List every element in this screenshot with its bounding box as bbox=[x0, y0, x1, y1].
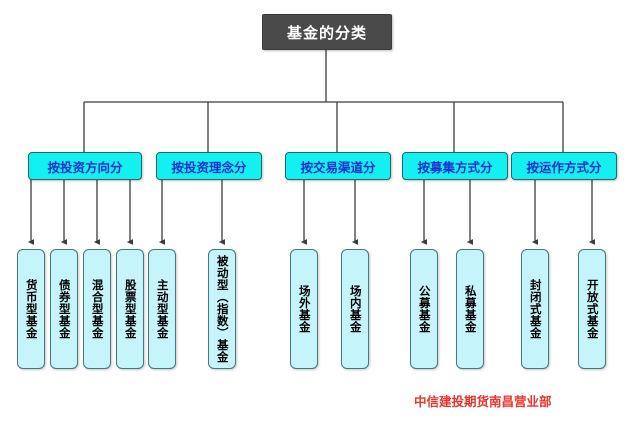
leaf-node-label: 混合型基金 bbox=[90, 279, 105, 339]
leaf-node-3-1[interactable]: 场外基金 bbox=[290, 249, 318, 369]
leaf-node-1-1[interactable]: 货币型基金 bbox=[17, 249, 45, 369]
category-node-label: 按投资方向分 bbox=[47, 159, 123, 175]
leaf-node-label: 公募基金 bbox=[417, 285, 432, 333]
category-node-label: 按运作方式分 bbox=[526, 159, 602, 175]
leaf-node-label: 封闭式基金 bbox=[528, 279, 543, 339]
leaf-node-1-4[interactable]: 股票型基金 bbox=[116, 249, 144, 369]
category-node-5[interactable]: 按运作方式分 bbox=[511, 152, 617, 180]
leaf-node-label: 开放式基金 bbox=[585, 279, 600, 339]
category-node-label: 按投资理念分 bbox=[171, 159, 247, 175]
leaf-node-label: 货币型基金 bbox=[24, 279, 39, 339]
leaf-node-5-2[interactable]: 开放式基金 bbox=[578, 249, 606, 369]
leaf-node-4-2[interactable]: 私募基金 bbox=[456, 249, 484, 369]
leaf-node-2-1[interactable]: 主动型基金 bbox=[148, 249, 176, 369]
leaf-node-label: 股票型基金 bbox=[123, 279, 138, 339]
leaf-node-5-1[interactable]: 封闭式基金 bbox=[521, 249, 549, 369]
leaf-node-2-2[interactable]: 被动型（指数）基金 bbox=[208, 249, 236, 369]
leaf-node-label: 私募基金 bbox=[463, 285, 478, 333]
category-node-4[interactable]: 按募集方式分 bbox=[402, 152, 508, 180]
root-node-label: 基金的分类 bbox=[286, 23, 367, 42]
leaf-node-1-2[interactable]: 债券型基金 bbox=[50, 249, 78, 369]
leaf-node-label: 债券型基金 bbox=[57, 279, 72, 339]
leaf-node-label: 主动型基金 bbox=[155, 279, 170, 339]
category-node-label: 按交易渠道分 bbox=[300, 159, 376, 175]
watermark-text: 中信建投期货南昌营业部 bbox=[414, 394, 552, 409]
category-node-2[interactable]: 按投资理念分 bbox=[156, 152, 262, 180]
category-node-3[interactable]: 按交易渠道分 bbox=[285, 152, 391, 180]
leaf-node-label: 被动型（指数）基金 bbox=[215, 255, 230, 363]
leaf-node-1-3[interactable]: 混合型基金 bbox=[83, 249, 111, 369]
leaf-node-label: 场内基金 bbox=[348, 285, 363, 333]
leaf-node-3-2[interactable]: 场内基金 bbox=[341, 249, 369, 369]
category-node-1[interactable]: 按投资方向分 bbox=[28, 152, 142, 180]
root-node: 基金的分类 bbox=[262, 14, 392, 50]
leaf-node-4-1[interactable]: 公募基金 bbox=[410, 249, 438, 369]
leaf-node-label: 场外基金 bbox=[297, 285, 312, 333]
category-node-label: 按募集方式分 bbox=[417, 159, 493, 175]
